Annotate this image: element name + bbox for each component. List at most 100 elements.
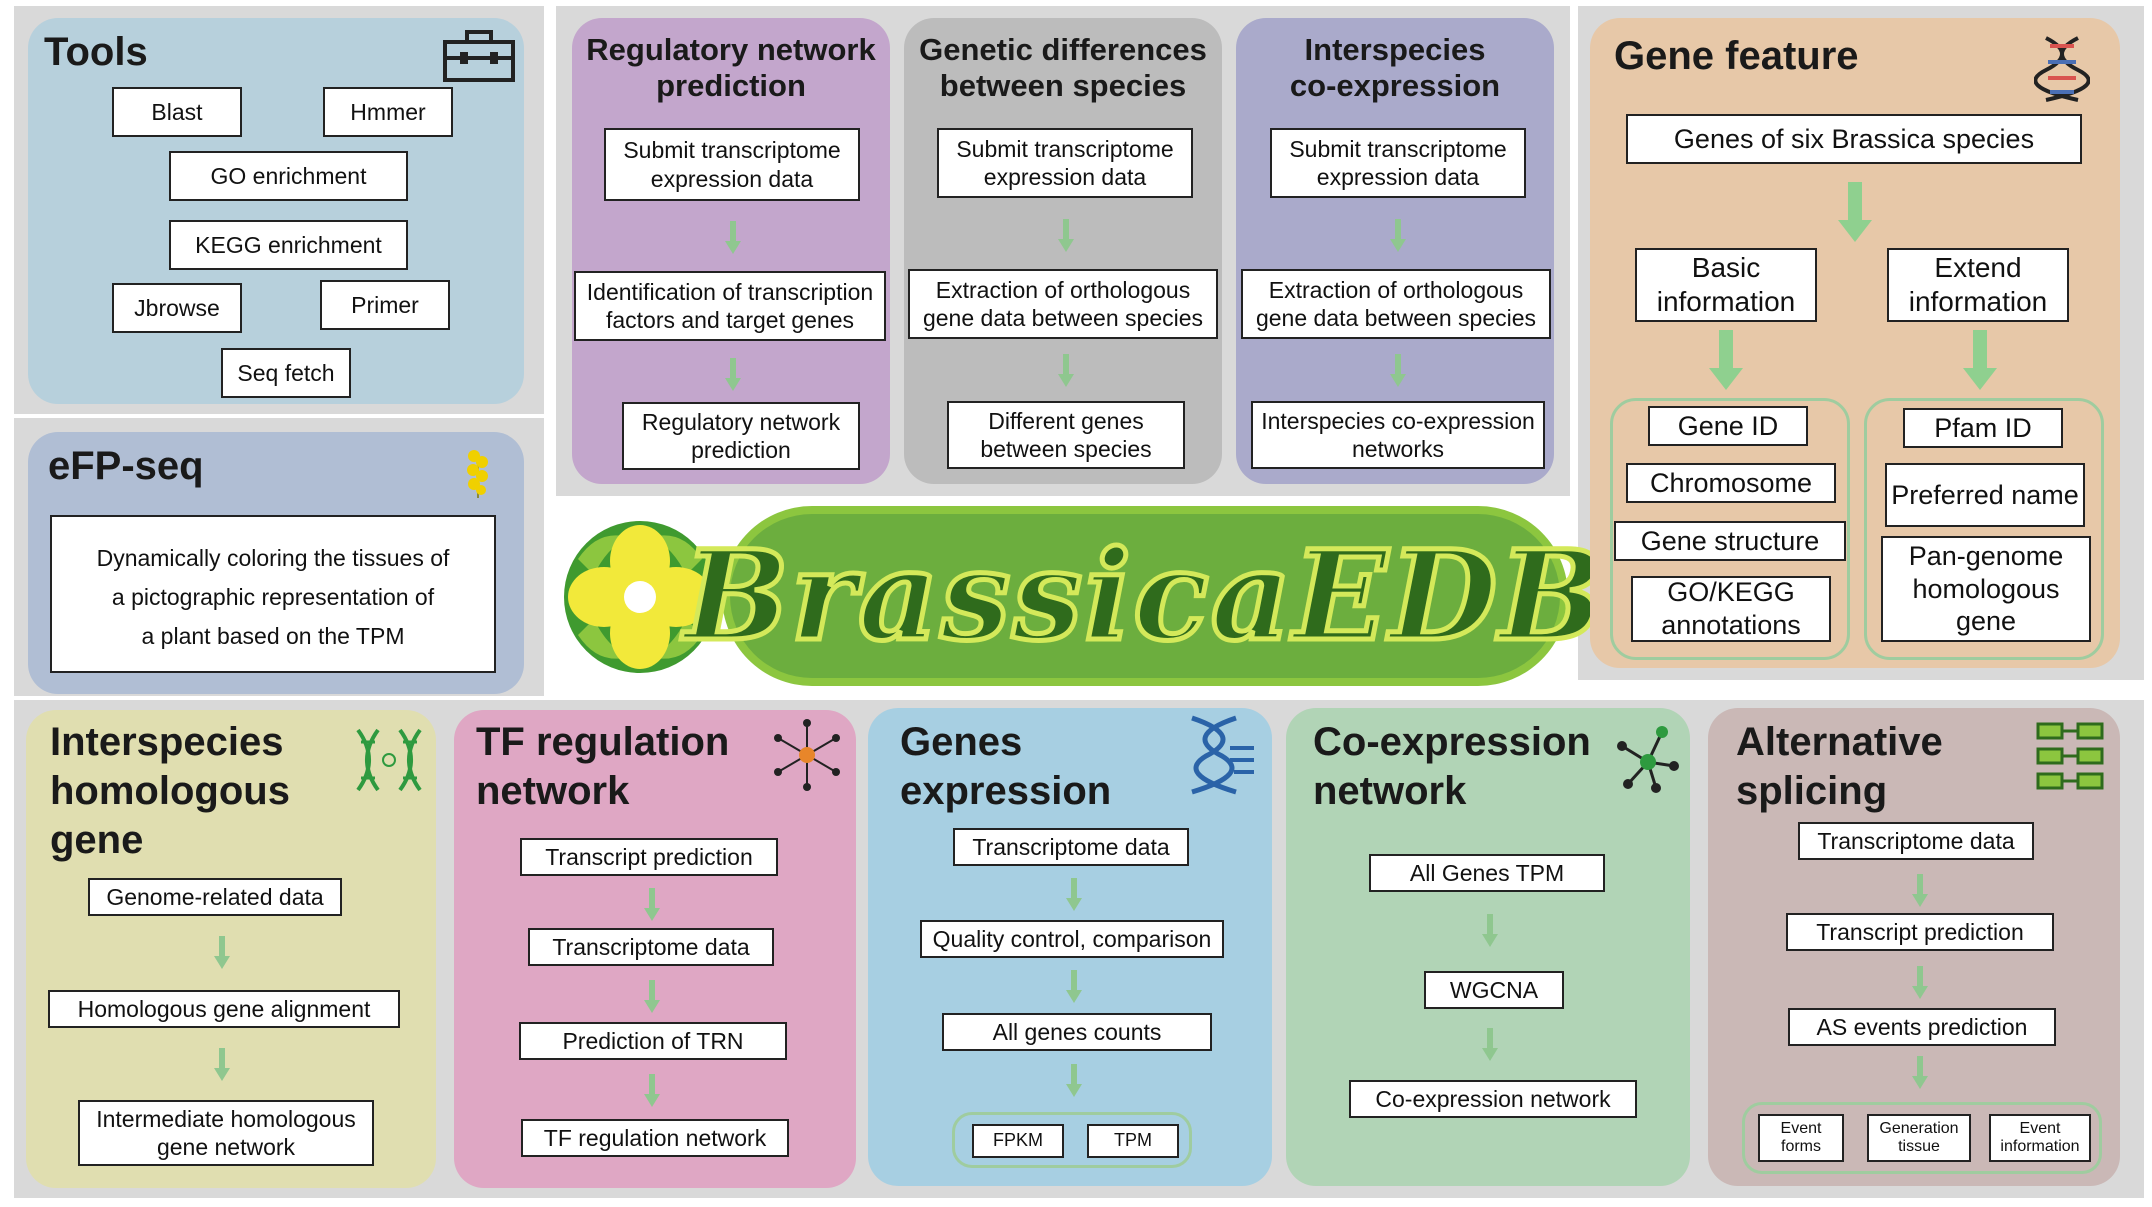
pfam-id-box[interactable]: Pfam ID — [1903, 408, 2063, 448]
splicing-output-group — [1742, 1102, 2102, 1174]
splicing-title-line-1: Alternative — [1736, 720, 1943, 764]
genes-expression-arrow-1 — [1066, 878, 1082, 912]
coexpression-title-line-1: Co-expression — [1313, 720, 1591, 764]
homologous-arrow-2 — [214, 1048, 230, 1082]
efp-description-line-3: a plant based on the TPM — [141, 623, 405, 649]
interco-arrow-1 — [1390, 219, 1406, 253]
gene-feature-arrow-basic — [1709, 330, 1743, 392]
extend-information-box[interactable]: Extend information — [1887, 248, 2069, 322]
homologous-step-genome[interactable]: Genome-related data — [88, 878, 342, 916]
preferred-name-box[interactable]: Preferred name — [1885, 463, 2085, 527]
genetic-step-submit[interactable]: Submit transcriptome expression data — [937, 128, 1193, 198]
dna-pair-icon — [356, 728, 422, 792]
tf-step-transcript-prediction[interactable]: Transcript prediction — [520, 838, 778, 876]
tf-arrow-3 — [644, 1074, 660, 1108]
gene-id-box[interactable]: Gene ID — [1648, 406, 1808, 446]
genetic-title-line-2: between species — [939, 68, 1187, 103]
coexpression-step-tpm[interactable]: All Genes TPM — [1369, 854, 1605, 892]
interco-title-line-2: co-expression — [1289, 68, 1501, 103]
interco-arrow-2 — [1390, 354, 1406, 388]
genes-expression-arrow-3 — [1066, 1064, 1082, 1098]
regulatory-title: Regulatory network prediction — [572, 32, 890, 104]
regulatory-arrow-1 — [725, 221, 741, 255]
interco-title-line-1: Interspecies — [1304, 32, 1486, 67]
flower-plant-icon — [467, 450, 488, 498]
generation-tissue-box[interactable]: Generation tissue — [1867, 1114, 1971, 1162]
tf-step-prediction-trn[interactable]: Prediction of TRN — [519, 1022, 787, 1060]
dna-strand-icon — [1191, 715, 1254, 795]
interco-step-submit[interactable]: Submit transcriptome expression data — [1270, 128, 1526, 198]
tf-title: TF regulation network — [476, 718, 729, 816]
logo-text: BrassicaEDB — [682, 521, 1607, 671]
regulatory-step-identification[interactable]: Identification of transcription factors … — [574, 271, 886, 341]
splicing-arrow-2 — [1912, 966, 1928, 1000]
coexpression-step-wgcna[interactable]: WGCNA — [1424, 971, 1564, 1009]
network-hub-icon — [774, 719, 840, 791]
coexpression-title-line-2: network — [1313, 769, 1467, 813]
regulatory-arrow-2 — [725, 358, 741, 392]
interco-step-extraction[interactable]: Extraction of orthologous gene data betw… — [1241, 269, 1551, 339]
homologous-step-alignment[interactable]: Homologous gene alignment — [48, 990, 400, 1028]
tool-hmmer-button[interactable]: Hmmer — [323, 87, 453, 137]
basic-information-box[interactable]: Basic information — [1635, 248, 1817, 322]
event-information-box[interactable]: Event information — [1989, 1114, 2091, 1162]
go-kegg-annotations-box[interactable]: GO/KEGG annotations — [1631, 576, 1831, 642]
genes-expression-title-line-1: Genes — [900, 720, 1023, 764]
regulatory-title-line-1: Regulatory network — [586, 32, 876, 67]
gene-feature-arrow-extend — [1963, 330, 1997, 392]
splicing-step-transcript-prediction[interactable]: Transcript prediction — [1786, 913, 2054, 951]
gene-structure-box[interactable]: Gene structure — [1614, 521, 1846, 561]
homologous-title-line-1: Interspecies — [50, 720, 284, 764]
homologous-step-network[interactable]: Intermediate homologous gene network — [78, 1100, 374, 1166]
genes-expression-step-qc[interactable]: Quality control, comparison — [920, 920, 1224, 958]
regulatory-title-line-2: prediction — [656, 68, 806, 103]
splicing-step-transcriptome[interactable]: Transcriptome data — [1798, 822, 2034, 860]
tf-arrow-2 — [644, 980, 660, 1014]
homologous-title-line-2: homologous — [50, 769, 290, 813]
chromosome-box[interactable]: Chromosome — [1626, 463, 1836, 503]
tool-go-enrichment-button[interactable]: GO enrichment — [169, 151, 408, 201]
logo-text-bg — [730, 514, 1560, 678]
tool-blast-button[interactable]: Blast — [112, 87, 242, 137]
homologous-arrow-1 — [214, 936, 230, 970]
event-forms-box[interactable]: Event forms — [1758, 1114, 1844, 1162]
genes-expression-step-transcriptome[interactable]: Transcriptome data — [953, 828, 1189, 866]
interco-title: Interspecies co-expression — [1236, 32, 1554, 104]
pan-genome-gene-box[interactable]: Pan-genome homologous gene — [1881, 536, 2091, 642]
regulatory-step-submit[interactable]: Submit transcriptome expression data — [604, 128, 860, 201]
coexpression-step-network[interactable]: Co-expression network — [1349, 1080, 1637, 1118]
efp-description-line-1: Dynamically coloring the tissues of — [96, 545, 450, 571]
tool-kegg-enrichment-button[interactable]: KEGG enrichment — [169, 220, 408, 270]
genetic-step-extraction[interactable]: Extraction of orthologous gene data betw… — [908, 269, 1218, 339]
efp-title: eFP-seq — [48, 444, 204, 488]
genetic-title-line-1: Genetic differences — [919, 32, 1207, 67]
tools-title: Tools — [44, 30, 148, 74]
tf-arrow-1 — [644, 888, 660, 922]
molecule-network-icon — [1617, 726, 1679, 793]
tf-step-regulation-network[interactable]: TF regulation network — [521, 1119, 789, 1157]
genetic-arrow-2 — [1058, 354, 1074, 388]
brassica-flower-logo-icon — [564, 521, 716, 673]
toolbox-icon — [443, 30, 515, 82]
tool-seq-fetch-button[interactable]: Seq fetch — [221, 348, 351, 398]
tpm-box[interactable]: TPM — [1087, 1124, 1179, 1158]
genes-expression-arrow-2 — [1066, 970, 1082, 1004]
genes-expression-title: Genes expression — [900, 718, 1111, 816]
interco-step-networks[interactable]: Interspecies co-expression networks — [1251, 401, 1545, 469]
extend-items-group — [1864, 398, 2104, 660]
gene-feature-arrow-source — [1838, 182, 1872, 244]
splicing-arrow-1 — [1912, 874, 1928, 908]
gene-feature-source-box[interactable]: Genes of six Brassica species — [1626, 114, 2082, 164]
tf-step-transcriptome-data[interactable]: Transcriptome data — [528, 928, 774, 966]
regulatory-step-network[interactable]: Regulatory network prediction — [622, 402, 860, 470]
genes-expression-step-counts[interactable]: All genes counts — [942, 1013, 1212, 1051]
splicing-arrow-3 — [1912, 1056, 1928, 1090]
tool-primer-button[interactable]: Primer — [320, 280, 450, 330]
genetic-step-different-genes[interactable]: Different genes between species — [947, 401, 1185, 469]
coexpression-title: Co-expression network — [1313, 718, 1591, 816]
tool-jbrowse-button[interactable]: Jbrowse — [112, 283, 242, 333]
tf-title-line-1: TF regulation — [476, 720, 730, 764]
splicing-step-as-events[interactable]: AS events prediction — [1788, 1008, 2056, 1046]
fpkm-box[interactable]: FPKM — [972, 1124, 1064, 1158]
efp-description-box: Dynamically coloring the tissues of a pi… — [50, 515, 496, 673]
